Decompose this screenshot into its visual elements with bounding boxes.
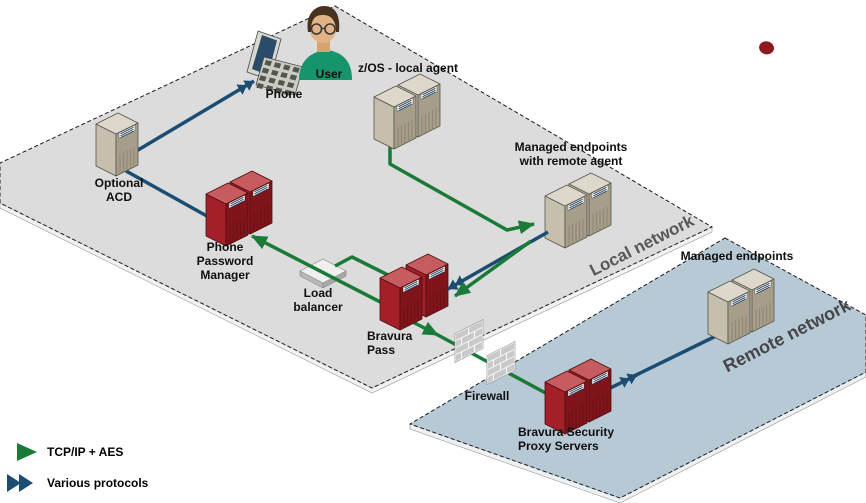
legend-item-tcpip-aes: TCP/IP + AES	[15, 442, 123, 462]
bravura-pass-label: Bravura Pass	[367, 329, 413, 357]
connection-acd-ppm	[125, 169, 215, 222]
optional-acd-label: Optional ACD	[94, 176, 144, 204]
optional-acd-server-icon	[95, 112, 139, 177]
zos-server-icon	[373, 41, 775, 150]
connection-proxy-remoteendpoints	[633, 334, 717, 378]
phone-label: Phone	[265, 87, 303, 101]
user-icon	[299, 6, 352, 80]
phone-icon	[246, 30, 304, 96]
proxy-servers-label: Bravura Security Proxy Servers	[518, 425, 615, 453]
local-network-floor	[0, 5, 714, 394]
zos-label: z/OS - local agent	[358, 61, 459, 75]
load-balancer-label: Load balancer	[293, 286, 343, 314]
connection-zos-managedendpoints	[388, 138, 535, 235]
single-arrow-icon	[17, 443, 37, 461]
double-arrow-icon	[7, 474, 33, 492]
legend-item-various-protocols: Various protocols	[6, 473, 148, 493]
user-label: User	[315, 67, 343, 81]
legend-label: Various protocols	[47, 476, 149, 490]
connection-acd-phone	[132, 79, 255, 155]
managed-endpoints-remote-label: Managed endpoints	[680, 249, 794, 263]
connection-managedendpoints-bravurapass-green	[453, 239, 533, 298]
firewall-label: Firewall	[464, 389, 510, 403]
managed-endpoints-local-label: Managed endpoints with remote agent	[514, 140, 628, 168]
legend-label: TCP/IP + AES	[47, 445, 124, 459]
phone-password-manager-label: Phone Password Manager	[196, 240, 254, 282]
connection-loadbalancer-ppm	[251, 234, 391, 309]
